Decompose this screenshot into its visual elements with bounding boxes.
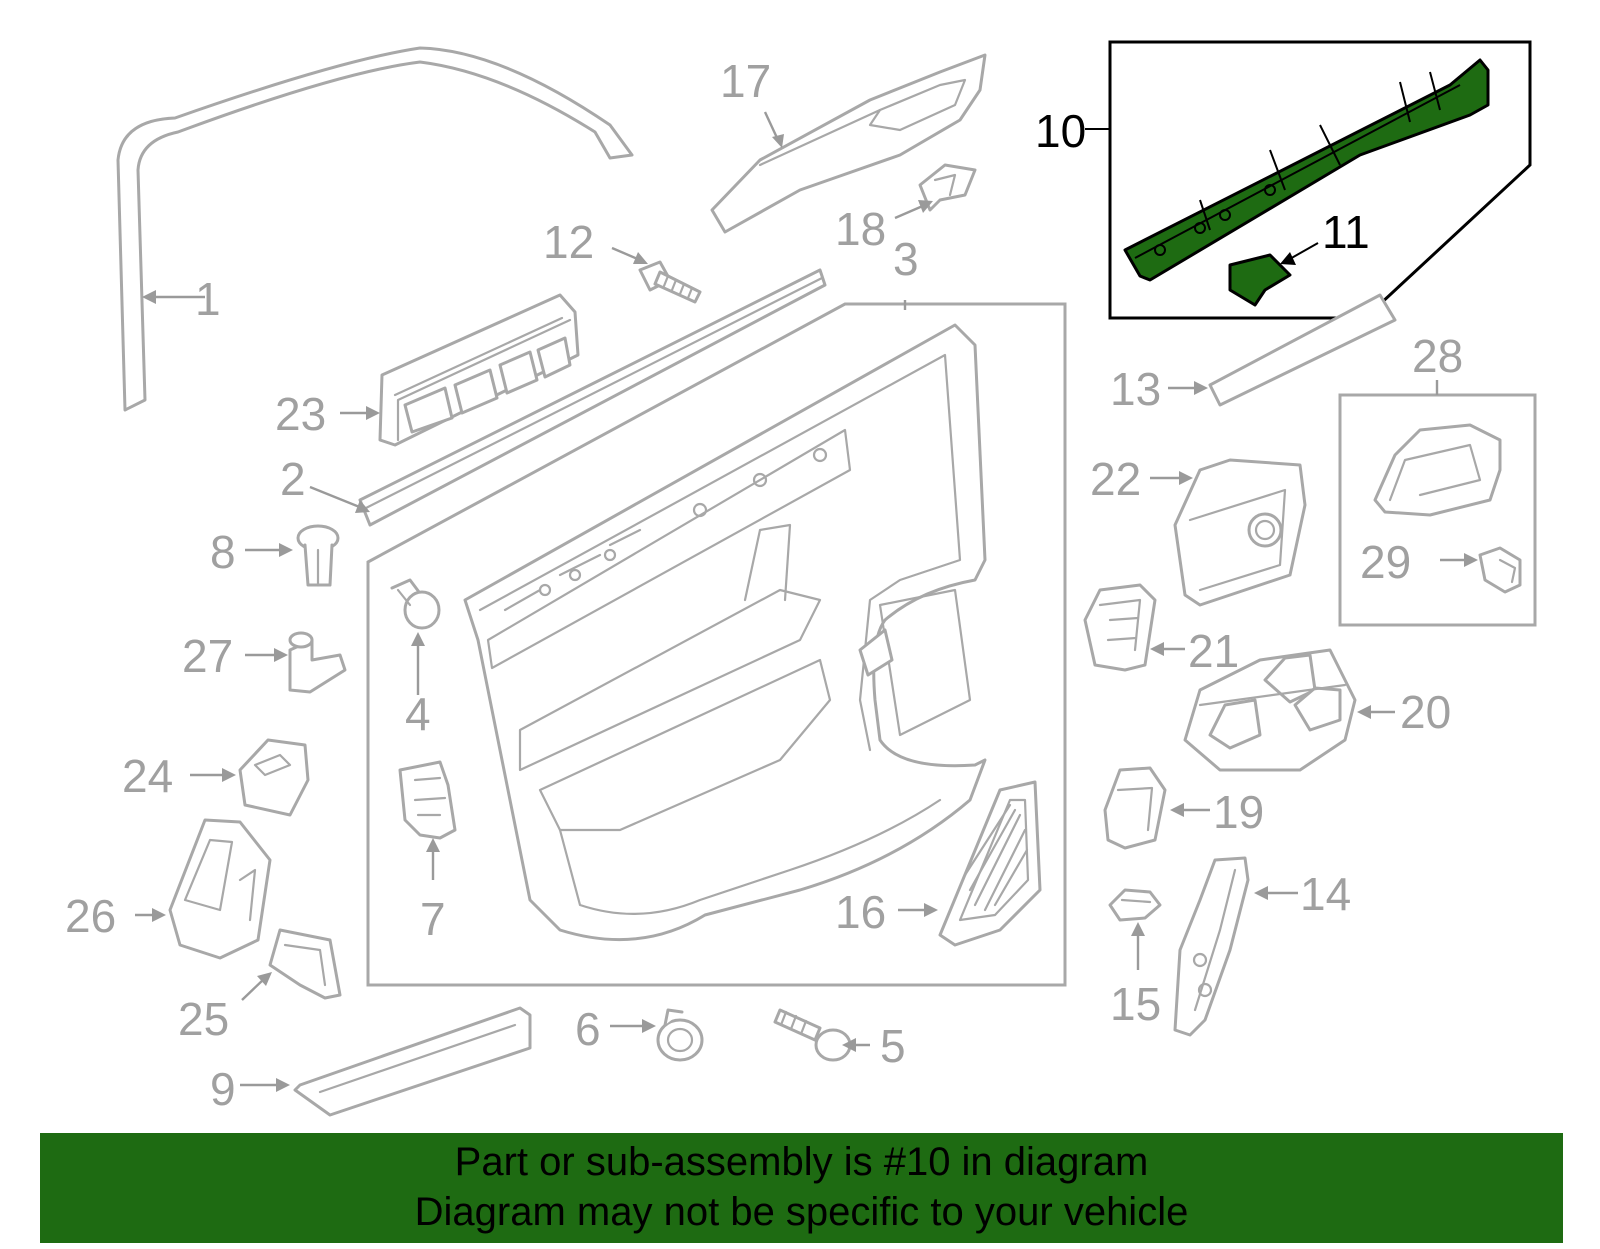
part-4-clip bbox=[390, 578, 441, 630]
part-22-headlight-switch bbox=[1173, 458, 1307, 607]
part-29-connector bbox=[1478, 546, 1522, 594]
part-12-bolt bbox=[638, 260, 702, 304]
callout-12: 12 bbox=[543, 216, 594, 268]
part-25-switch bbox=[268, 928, 342, 1000]
callout-14: 14 bbox=[1300, 868, 1351, 920]
part-17-armrest-trim bbox=[710, 53, 987, 234]
part-19-switch bbox=[1103, 766, 1167, 850]
part-10-highlight-box bbox=[1108, 40, 1532, 320]
callout-15: 15 bbox=[1110, 978, 1161, 1030]
part-23-switch-panel bbox=[378, 293, 580, 447]
callout-3: 3 bbox=[893, 233, 919, 285]
callout-27: 27 bbox=[182, 630, 233, 682]
callout-6: 6 bbox=[575, 1003, 601, 1055]
callout-11: 11 bbox=[1322, 206, 1370, 258]
callout-24: 24 bbox=[122, 750, 173, 802]
info-banner: Part or sub-assembly is #10 in diagram D… bbox=[40, 1133, 1563, 1243]
callout-18: 18 bbox=[835, 203, 886, 255]
callout-21: 21 bbox=[1188, 625, 1239, 677]
callout-9: 9 bbox=[210, 1063, 236, 1115]
part-2-belt-weatherstrip bbox=[358, 268, 827, 527]
part-3-door-panel-box bbox=[366, 302, 1067, 987]
part-5-screw bbox=[773, 1008, 852, 1062]
part-13-trim-strip bbox=[1208, 293, 1397, 407]
callout-26: 26 bbox=[65, 890, 116, 942]
part-26-handle-bezel bbox=[168, 818, 272, 960]
callout-16: 16 bbox=[835, 886, 886, 938]
callout-7: 7 bbox=[420, 893, 446, 945]
callout-19: 19 bbox=[1213, 786, 1264, 838]
callout-22: 22 bbox=[1090, 453, 1141, 505]
part-24-switch bbox=[238, 738, 310, 817]
callout-28: 28 bbox=[1412, 330, 1463, 382]
callout-23: 23 bbox=[275, 388, 326, 440]
part-20-window-switch bbox=[1183, 648, 1357, 772]
part-1-window-molding bbox=[116, 46, 634, 412]
part-16-speaker-grille bbox=[938, 780, 1042, 947]
part-18-clip bbox=[918, 163, 977, 212]
callout-labels: 1 2 3 4 5 6 7 8 9 10 11 12 13 14 15 16 1… bbox=[65, 55, 1463, 1115]
part-15-clip bbox=[1108, 888, 1162, 922]
part-21-switch bbox=[1083, 583, 1157, 672]
part-6-push-pin bbox=[656, 1008, 704, 1062]
part-7-bracket bbox=[398, 760, 457, 840]
callout-4: 4 bbox=[405, 688, 431, 740]
part-27-clip bbox=[288, 631, 347, 694]
callout-5: 5 bbox=[880, 1020, 906, 1072]
banner-line-2: Diagram may not be specific to your vehi… bbox=[414, 1190, 1189, 1234]
part-14-handle-trim bbox=[1173, 856, 1250, 1037]
callout-10: 10 bbox=[1035, 105, 1086, 157]
callout-17: 17 bbox=[720, 55, 771, 107]
leader-lines bbox=[135, 111, 1478, 1092]
callout-25: 25 bbox=[178, 993, 229, 1045]
callout-29: 29 bbox=[1360, 536, 1411, 588]
callout-20: 20 bbox=[1400, 686, 1451, 738]
part-8-push-clip bbox=[296, 524, 340, 587]
part-9-sill-trim bbox=[293, 1006, 532, 1117]
banner-line-1: Part or sub-assembly is #10 in diagram bbox=[454, 1140, 1149, 1184]
callout-13: 13 bbox=[1110, 363, 1161, 415]
callout-2: 2 bbox=[280, 453, 306, 505]
callout-8: 8 bbox=[210, 526, 236, 578]
callout-1: 1 bbox=[195, 273, 221, 325]
